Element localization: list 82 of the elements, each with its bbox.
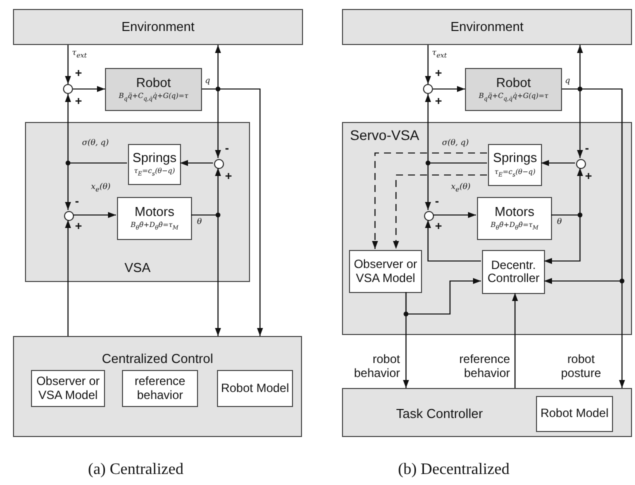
block-label: Decentr. Controller (486, 258, 541, 286)
block (117, 197, 192, 240)
sign-label: + (435, 95, 442, 107)
arrow (433, 212, 476, 218)
summing-junction (64, 211, 74, 221)
symbol-label: q (205, 77, 210, 85)
block (128, 144, 181, 185)
sign-label: + (75, 95, 82, 107)
summing-junction (423, 84, 433, 94)
block (13, 9, 303, 45)
summing-junction (214, 159, 224, 169)
symbol-label: x$_{e}$(θ) (91, 183, 111, 194)
block (465, 68, 562, 111)
container-panel (13, 336, 302, 437)
block (31, 370, 105, 407)
arrow (425, 45, 431, 84)
arrow (433, 86, 465, 92)
sign-label: + (75, 220, 82, 232)
sign-label: - (435, 195, 439, 207)
summing-junction (576, 159, 586, 169)
sign-label: + (225, 170, 232, 182)
symbol-label: τ$_{ext}$ (72, 49, 87, 60)
block (488, 144, 542, 186)
arrow (180, 160, 213, 166)
block-label: VSA (123, 260, 152, 275)
sign-label: + (585, 170, 592, 182)
block (217, 370, 293, 407)
block (105, 68, 202, 111)
caption: (a) Centralized (88, 462, 184, 478)
block (122, 370, 198, 407)
container-panel (342, 122, 632, 335)
block-label: Servo-VSA (350, 128, 420, 144)
block-label: Robot Model (220, 382, 290, 396)
symbol-label: q (565, 77, 570, 85)
block-label: Springs (132, 150, 177, 166)
block-label: reference behavior (134, 375, 186, 402)
arrow (425, 220, 481, 262)
sign-label: + (75, 67, 82, 79)
container-panel (342, 388, 632, 437)
summing-junction (63, 84, 73, 94)
summing-junction (424, 211, 434, 221)
arrow (73, 86, 105, 92)
arrow (512, 293, 518, 388)
sign-label: + (435, 220, 442, 232)
block-label: Centralized Control (100, 352, 214, 366)
container-panel (25, 122, 250, 282)
arrow (65, 45, 71, 84)
arrow (405, 278, 481, 315)
arrow (544, 214, 581, 264)
symbol-label: σ(θ, q) (82, 139, 109, 147)
arrow (65, 220, 71, 336)
block-label: Springs (492, 151, 538, 166)
sign-label: - (75, 195, 79, 207)
block (349, 250, 422, 293)
block (342, 9, 632, 45)
symbol-label: θ (557, 218, 562, 226)
symbol-label: θ (197, 218, 202, 226)
caption: (b) Decentralized (398, 462, 510, 478)
block-label: Robot (496, 76, 531, 90)
arrow (544, 88, 623, 284)
sign-label: - (585, 142, 589, 154)
arrow (73, 212, 116, 218)
block-label: Robot (136, 76, 171, 90)
block-label: Observer or VSA Model (352, 258, 418, 285)
block-label: Motors (134, 204, 174, 220)
block-label: Environment (450, 20, 524, 34)
block-label: Observer or VSA Model (35, 375, 101, 402)
block-label: Environment (122, 20, 194, 34)
symbol-label: x$_{e}$(θ) (451, 183, 471, 194)
block (477, 197, 552, 240)
sign-label: + (435, 67, 442, 79)
block-label: Task Controller (395, 407, 484, 422)
dashed-arrow (372, 152, 487, 249)
dashed-arrow (393, 174, 487, 249)
symbol-label: σ(θ, q) (442, 139, 469, 147)
sign-label: - (225, 142, 229, 154)
block (536, 396, 613, 432)
symbol-label: τ$_{ext}$ (432, 49, 447, 60)
block-label: Robot Model (540, 407, 609, 421)
block (482, 250, 545, 294)
block-label: Motors (494, 204, 534, 220)
arrow (541, 160, 575, 166)
